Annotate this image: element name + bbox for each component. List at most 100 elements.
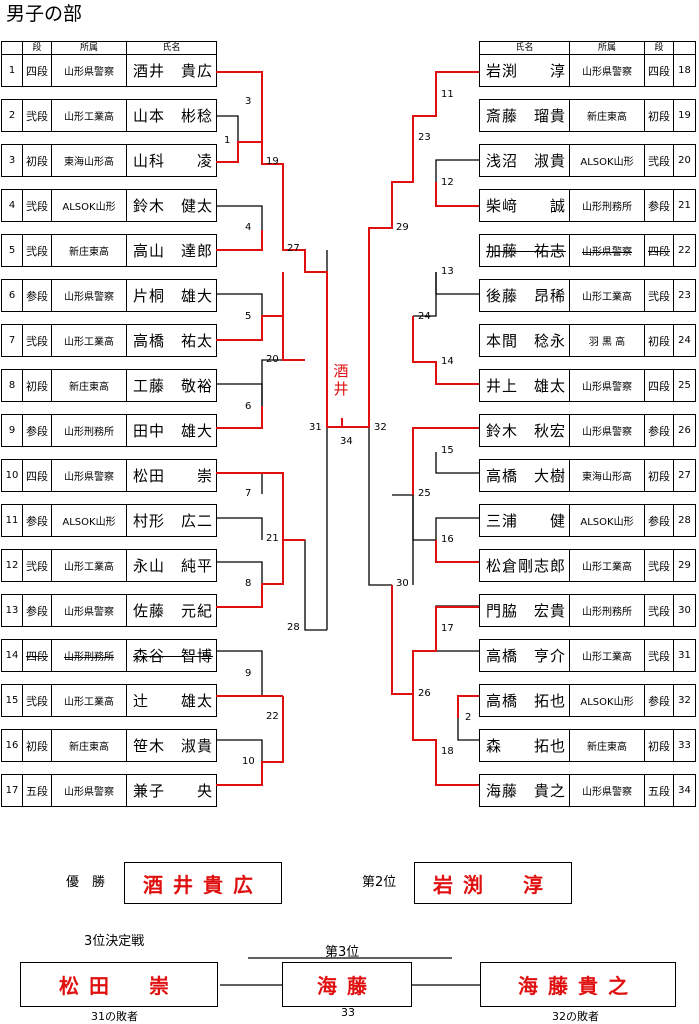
- player-name: 酒井 貴広: [126, 54, 217, 87]
- match-number: 9: [245, 668, 252, 679]
- bracket-lines-winners: [216, 71, 479, 786]
- player-name: 工藤 敬裕: [126, 369, 217, 402]
- player-number: 14: [1, 639, 23, 672]
- player-name: 鈴木 健太: [126, 189, 217, 222]
- player-number: 32: [673, 684, 696, 717]
- player-name: 岩渕 淳: [479, 54, 570, 87]
- player-affiliation: 新庄東高: [569, 729, 645, 762]
- player-rank: 五段: [22, 774, 52, 807]
- player-name: 辻 雄太: [126, 684, 217, 717]
- player-rank: 弐段: [22, 234, 52, 267]
- player-name: 佐藤 元紀: [126, 594, 217, 627]
- player-number: 8: [1, 369, 23, 402]
- player-name: 高橋 亨介: [479, 639, 570, 672]
- match-number: 18: [441, 746, 454, 757]
- third-place-match-label: 3位決定戦: [84, 934, 145, 949]
- match-number: 31: [309, 422, 322, 433]
- player-affiliation: ALSOK山形: [569, 684, 645, 717]
- player-name: 笹木 淑貴: [126, 729, 217, 762]
- match-number: 23: [418, 132, 431, 143]
- header-rank: 段: [644, 41, 674, 55]
- player-name: 田中 雄大: [126, 414, 217, 447]
- player-number: 11: [1, 504, 23, 537]
- row-spacer: [2, 582, 217, 595]
- player-affiliation: 山形刑務所: [569, 189, 645, 222]
- player-rank: 弐段: [22, 99, 52, 132]
- player-number: 34: [673, 774, 696, 807]
- header-name: 氏名: [479, 41, 570, 55]
- row-spacer: [480, 492, 696, 505]
- player-name: 永山 純平: [126, 549, 217, 582]
- player-number: 18: [673, 54, 696, 87]
- player-number: 21: [673, 189, 696, 222]
- player-name: 柴﨑 誠: [479, 189, 570, 222]
- player-name: 山本 彬稔: [126, 99, 217, 132]
- row-spacer: [2, 717, 217, 730]
- player-affiliation: 新庄東高: [569, 99, 645, 132]
- match-number: 32: [374, 422, 387, 433]
- row-spacer: [2, 132, 217, 145]
- player-rank: 初段: [22, 369, 52, 402]
- player-rank: 初段: [644, 729, 674, 762]
- player-rank: 弐段: [644, 594, 674, 627]
- player-rank: 四段: [644, 54, 674, 87]
- player-number: 2: [1, 99, 23, 132]
- match-number: 6: [245, 401, 252, 412]
- third-place-right-box: 海藤貴之: [480, 962, 676, 1007]
- player-name: 兼子 央: [126, 774, 217, 807]
- player-number: 29: [673, 549, 696, 582]
- row-spacer: [2, 447, 217, 460]
- player-affiliation: 山形県警察: [569, 54, 645, 87]
- player-affiliation: 山形県警察: [569, 774, 645, 807]
- match-number: 29: [396, 222, 409, 233]
- player-name: 森谷 智博: [126, 639, 217, 672]
- header-name: 氏名: [126, 41, 217, 55]
- right-table-header: 氏名 所属 段: [479, 41, 696, 55]
- match-number: 24: [418, 311, 431, 322]
- row-spacer: [2, 267, 217, 280]
- player-rank: 参段: [644, 504, 674, 537]
- match-number: 14: [441, 356, 454, 367]
- player-number: 26: [673, 414, 696, 447]
- player-rank: 初段: [22, 729, 52, 762]
- player-rank: 初段: [644, 459, 674, 492]
- player-affiliation: 山形工業高: [569, 549, 645, 582]
- player-affiliation: 山形県警察: [569, 414, 645, 447]
- player-affiliation: 山形県警察: [51, 594, 127, 627]
- player-name: 高山 達郎: [126, 234, 217, 267]
- player-number: 19: [673, 99, 696, 132]
- match-number: 4: [245, 222, 252, 233]
- match-number: 20: [266, 354, 279, 365]
- player-affiliation: ALSOK山形: [51, 189, 127, 222]
- player-affiliation: 山形刑務所: [569, 594, 645, 627]
- row-spacer: [480, 402, 696, 415]
- final-winner-mark: 酒井: [333, 362, 349, 398]
- match-number: 3: [245, 96, 252, 107]
- player-rank: 参段: [644, 684, 674, 717]
- player-number: 1: [1, 54, 23, 87]
- player-number: 20: [673, 144, 696, 177]
- match-number: 19: [266, 156, 279, 167]
- third-place-center-box: 海藤: [282, 962, 412, 1007]
- player-number: 13: [1, 594, 23, 627]
- row-spacer: [480, 312, 696, 325]
- player-number: 17: [1, 774, 23, 807]
- player-name: 鈴木 秋宏: [479, 414, 570, 447]
- row-spacer: [480, 537, 696, 550]
- player-number: 6: [1, 279, 23, 312]
- player-rank: 初段: [644, 324, 674, 357]
- row-spacer: [2, 312, 217, 325]
- player-rank: 参段: [22, 414, 52, 447]
